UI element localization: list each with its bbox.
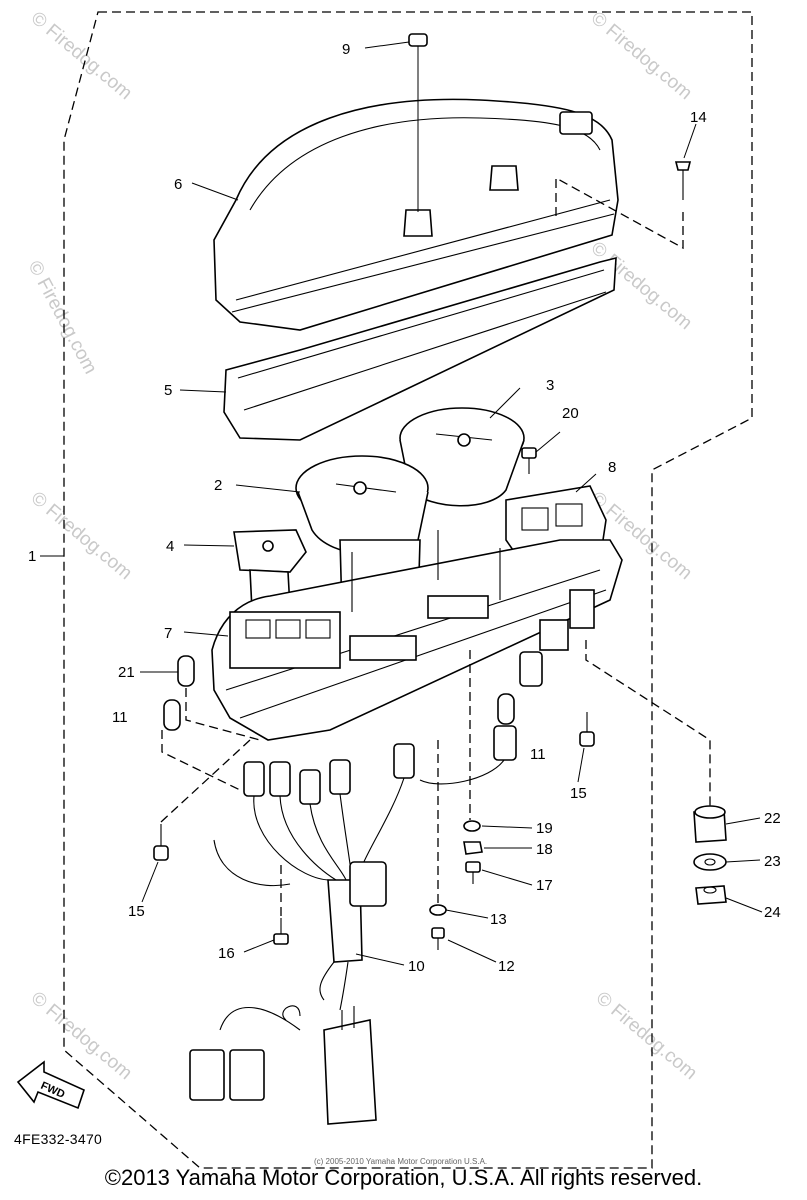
- callout-21: 21: [118, 664, 135, 681]
- top-screw: [408, 33, 428, 212]
- assembly-boundary: [63, 11, 753, 1169]
- watermark-left-mid: © Firedog.com: [27, 488, 136, 584]
- callout-8: 8: [608, 459, 616, 476]
- callout-10: 10: [408, 958, 425, 975]
- forward-direction-arrow: FWD: [16, 1060, 85, 1110]
- watermark-lower-right: © Firedog.com: [592, 988, 701, 1084]
- callout-15b: 15: [570, 785, 587, 802]
- callout-18: 18: [536, 841, 553, 858]
- nut-24: [695, 885, 727, 905]
- drawing-code: 4FE332-3470: [14, 1131, 103, 1147]
- meter-cover: [213, 98, 619, 331]
- callout-numbers: 1 2 3 4 5 6 7 8 9 10 11 11 12 13 14 15 1…: [28, 41, 781, 975]
- callout-11a: 11: [112, 709, 128, 726]
- screw-12: [431, 927, 445, 950]
- washer-19: [463, 820, 481, 832]
- callout-16: 16: [218, 945, 235, 962]
- bulb-11-left: [163, 699, 181, 731]
- meter-lower-case: [223, 256, 617, 441]
- callout-2: 2: [214, 477, 222, 494]
- screw-15-right: [579, 712, 595, 747]
- bulb-21: [177, 655, 195, 687]
- module-screw: [521, 447, 537, 474]
- copyright-footer: ©2013 Yamaha Motor Corporation, U.S.A. A…: [104, 1165, 703, 1190]
- washer-13: [429, 904, 447, 916]
- callout-5: 5: [164, 382, 172, 399]
- callout-9: 9: [342, 41, 350, 58]
- wire-harness: [189, 651, 543, 1125]
- callout-20: 20: [562, 405, 579, 422]
- callout-7: 7: [164, 625, 172, 642]
- assembly-paths: [160, 640, 711, 916]
- side-screw: [555, 161, 692, 250]
- tachometer-gauge: [399, 407, 525, 507]
- watermark-top-right: © Firedog.com: [587, 8, 696, 104]
- bulb-11-right: [497, 693, 515, 725]
- nut-18: [463, 841, 483, 855]
- watermark-left: © Firedog.com: [24, 257, 101, 377]
- callout-1: 1: [28, 548, 36, 565]
- callout-4: 4: [166, 538, 174, 555]
- callout-6: 6: [174, 176, 182, 193]
- callout-3: 3: [546, 377, 554, 394]
- callout-12: 12: [498, 958, 515, 975]
- inner-notice: (c) 2005-2010 Yamaha Motor Corporation U…: [314, 1157, 487, 1166]
- callout-24: 24: [764, 904, 781, 921]
- callout-22: 22: [764, 810, 781, 827]
- grommet-22: [693, 805, 727, 843]
- screw-16: [273, 918, 289, 945]
- callout-11b: 11: [530, 746, 546, 763]
- meter-housing: [211, 530, 623, 741]
- leader-lines: [40, 41, 763, 966]
- callout-19: 19: [536, 820, 553, 837]
- callout-23: 23: [764, 853, 781, 870]
- watermark-top: © Firedog.com: [27, 8, 136, 104]
- callout-17: 17: [536, 877, 553, 894]
- washer-23: [693, 853, 727, 871]
- callout-13: 13: [490, 911, 507, 928]
- screw-17: [465, 861, 481, 884]
- callout-14: 14: [690, 109, 707, 126]
- callout-15a: 15: [128, 903, 145, 920]
- screw-15-left: [153, 824, 169, 861]
